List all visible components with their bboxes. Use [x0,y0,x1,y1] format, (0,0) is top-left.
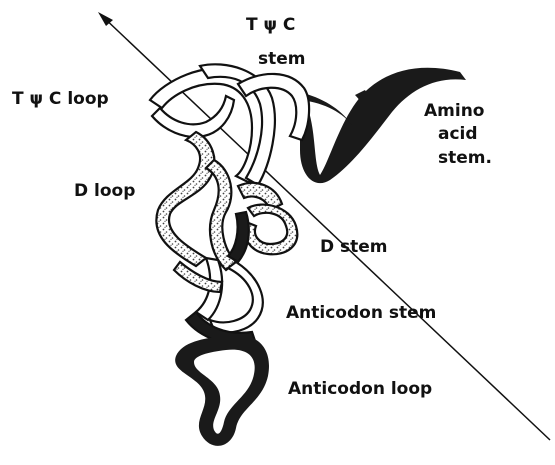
label-d-loop: D loop [74,181,135,201]
anticodon-loop-ribbon [175,335,269,446]
label-tpsic-stem: T ψ C stem [246,15,306,69]
anticodon-stem-ribbon [174,258,263,345]
label-anticodon-stem: Anticodon stem [286,303,436,323]
label-amino-acid-stem: Amino acid stem. [424,101,492,168]
tpsic-region [150,64,309,185]
label-tpsic-loop: T ψ C loop [12,89,109,109]
label-amino-line1: Amino [424,101,484,121]
d-stem-ribbon [228,205,297,262]
label-tpsic-stem-line2: stem [258,49,306,69]
label-amino-line3: stem. [438,148,492,168]
label-anticodon-loop: Anticodon loop [288,379,432,399]
label-tpsic-stem-line1: T ψ C [246,15,295,35]
label-amino-line2: acid [438,124,478,144]
label-d-stem: D stem [320,237,388,257]
